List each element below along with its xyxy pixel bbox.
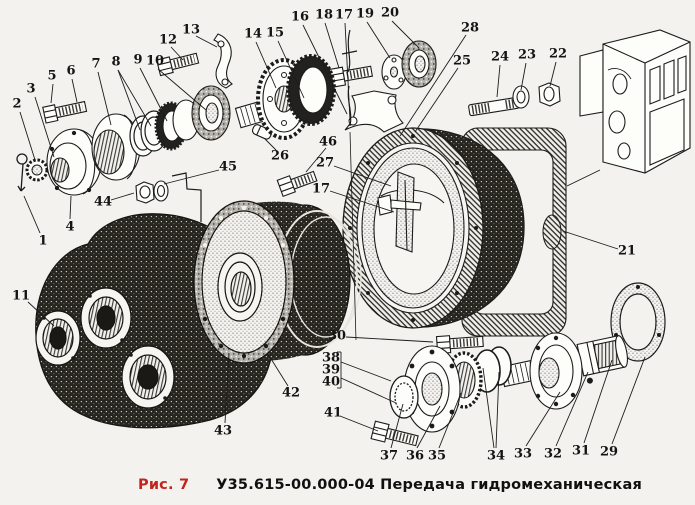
bearing-20 bbox=[401, 40, 437, 88]
bolt-12 bbox=[155, 52, 200, 77]
bolt-5-6 bbox=[42, 100, 88, 124]
pin-26 bbox=[251, 124, 272, 140]
washer-45 bbox=[153, 180, 169, 202]
drum-bolt-holes bbox=[202, 205, 286, 359]
nut-22 bbox=[538, 82, 561, 107]
bolt-18 bbox=[328, 65, 373, 88]
gearbox-block bbox=[566, 29, 691, 187]
gasket-ring-29 bbox=[610, 282, 666, 362]
spline-hub-2 bbox=[25, 158, 49, 182]
lever-plate-13 bbox=[213, 33, 233, 89]
ring-37 bbox=[389, 375, 419, 419]
bearing-10 bbox=[191, 85, 231, 141]
flanged-shaft-33 bbox=[499, 332, 583, 410]
housing-opening bbox=[80, 287, 132, 349]
figure-title: У35.615-00.000-04 Передача гидромеханиче… bbox=[216, 477, 642, 493]
coupling-31-32 bbox=[576, 335, 628, 384]
bolt-46 bbox=[276, 170, 318, 197]
drum-4 bbox=[46, 128, 102, 196]
cotter-pin-1 bbox=[16, 153, 28, 192]
housing-opening bbox=[121, 345, 175, 409]
housing-opening bbox=[35, 310, 81, 366]
washer-23 bbox=[512, 85, 530, 109]
bolt-41 bbox=[370, 420, 419, 447]
support-bracket bbox=[344, 90, 404, 133]
drum-7 bbox=[91, 113, 141, 181]
figure-caption: Рис. 7 У35.615-00.000-04 Передача гидроме… bbox=[138, 477, 642, 493]
nut-44 bbox=[135, 181, 155, 204]
stud-24 bbox=[468, 96, 520, 117]
figure-label: Рис. 7 bbox=[138, 477, 190, 493]
lock-plate-wire bbox=[171, 172, 202, 222]
clutch-drum-42 bbox=[193, 200, 362, 364]
ring-gear-15 bbox=[286, 54, 336, 126]
flywheel-housing bbox=[342, 127, 525, 329]
